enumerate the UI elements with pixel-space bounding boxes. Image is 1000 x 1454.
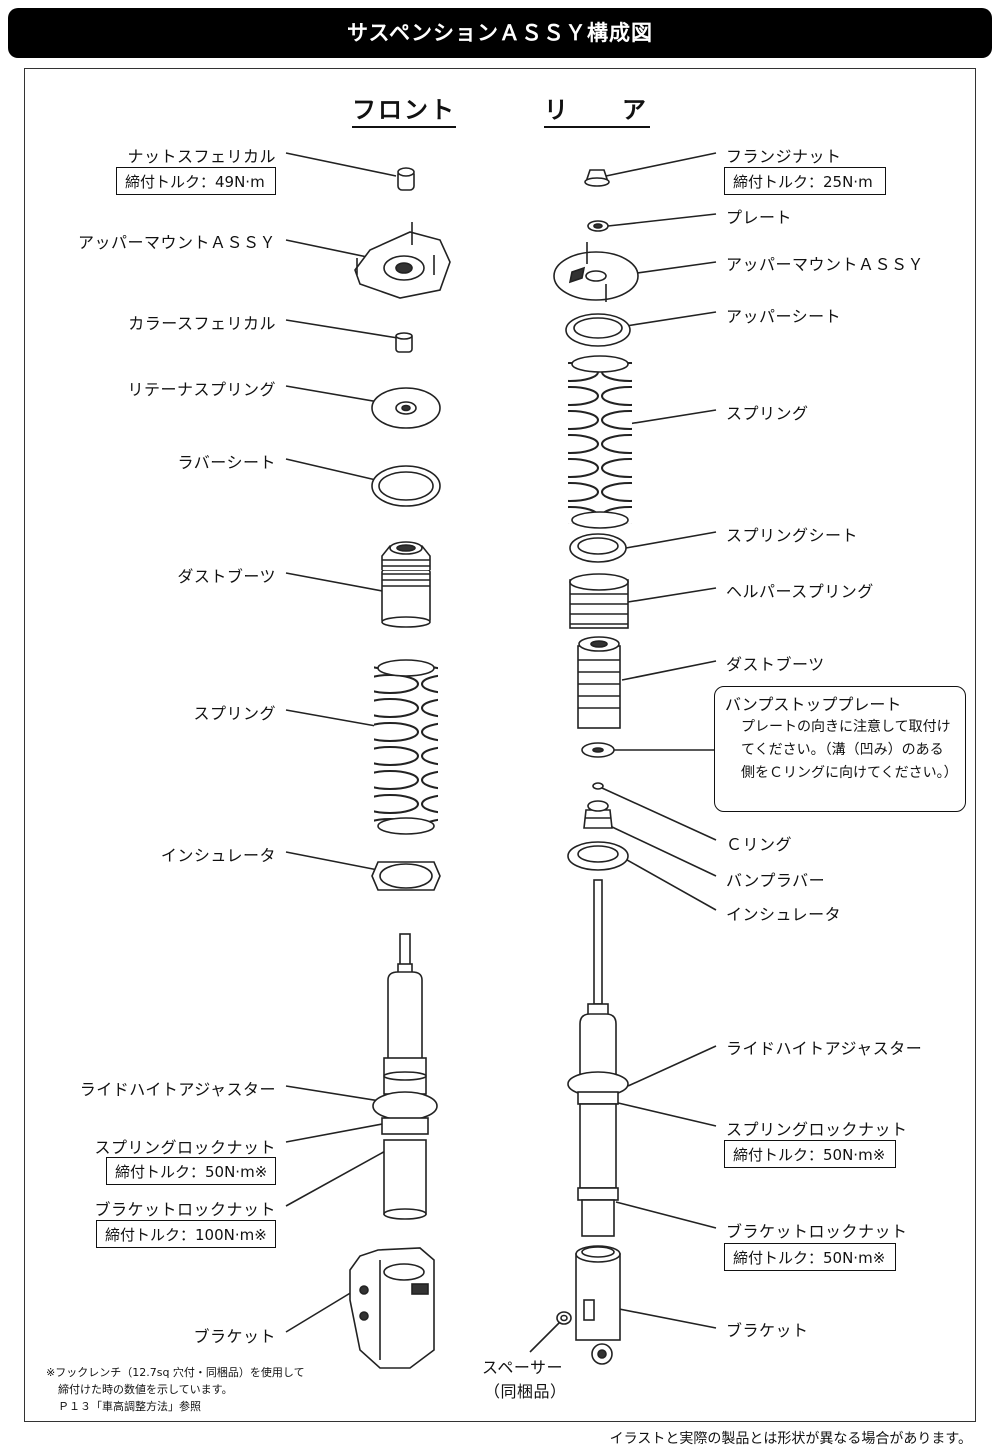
footnote-line-3: Ｐ１３「車高調整方法」参照: [58, 1400, 201, 1413]
section-rear-title: リ ア: [544, 94, 650, 128]
footnote-line-2: 締付けた時の数値を示しています。: [58, 1383, 233, 1396]
label-front-dust-boot: ダストブーツ: [177, 567, 276, 586]
rear-upper-seat: [565, 313, 631, 347]
label-rear-spacer-note: （同梱品）: [484, 1382, 567, 1401]
page-title: サスペンションＡＳＳＹ構成図: [8, 8, 992, 58]
front-upper-mount: [354, 222, 451, 299]
rear-flange-nut: [584, 169, 610, 187]
label-rear-dust-boot: ダストブーツ: [726, 655, 825, 674]
label-front-insulator: インシュレータ: [160, 846, 276, 865]
label-front-bracket: ブラケット: [193, 1327, 276, 1346]
label-rear-bump-rubber: バンプラバー: [726, 871, 826, 890]
label-rear-upper-seat: アッパーシート: [726, 307, 842, 326]
label-front-bracket-lock-nut: ブラケットロックナット: [94, 1200, 276, 1219]
rear-leader-lines: [529, 152, 717, 1353]
label-rear-plate: プレート: [726, 208, 793, 227]
bump-stop-plate-instruction: プレートの向きに注意して取付けてください。（溝（凹み）のある側をＣリングに向けて…: [741, 719, 958, 781]
label-front-retainer-spring: リテーナスプリング: [127, 380, 276, 399]
torque-front-bracket-lock-nut: 締付トルク：100N·m※: [96, 1220, 276, 1248]
label-front-nut-spherical: ナットスフェリカル: [127, 147, 276, 166]
label-rear-c-ring: Ｃリング: [726, 835, 793, 854]
torque-rear-bracket-lock-nut: 締付トルク：50N·m※: [724, 1243, 896, 1271]
bump-stop-plate-note: バンプストッププレート プレートの向きに注意して取付けてください。（溝（凹み）の…: [714, 686, 966, 812]
front-dust-boot: [381, 541, 431, 628]
torque-rear-flange-nut: 締付トルク：25N·m: [724, 167, 886, 195]
label-rear-bracket: ブラケット: [726, 1321, 809, 1340]
rear-plate: [587, 220, 609, 232]
rear-damper: [567, 879, 629, 1237]
label-rear-spacer: スペーサー: [482, 1358, 564, 1377]
label-front-upper-mount: アッパーマウントＡＳＳＹ: [77, 233, 276, 252]
label-rear-bump-stop-plate: バンプストッププレート: [725, 695, 902, 714]
label-rear-helper-spring: ヘルパースプリング: [726, 582, 874, 601]
rear-upper-mount: [553, 242, 639, 302]
label-rear-spring: スプリング: [726, 404, 809, 423]
rear-bracket: [575, 1245, 621, 1365]
label-rear-flange-nut: フランジナット: [726, 147, 842, 166]
front-nut-spherical: [397, 167, 415, 191]
diagram-frame: [24, 68, 976, 1422]
rear-helper-spring: [569, 573, 629, 629]
rear-dust-boot: [577, 636, 621, 729]
torque-rear-spring-lock-nut: 締付トルク：50N·m※: [724, 1140, 896, 1168]
rear-bump-rubber: [583, 800, 613, 829]
front-collar-spherical: [395, 332, 413, 353]
rear-spring-seat: [569, 533, 627, 563]
label-front-ride-height-adjuster: ライドハイトアジャスター: [79, 1080, 276, 1099]
front-insulator: [371, 861, 441, 891]
front-retainer-spring: [371, 387, 441, 429]
front-spring: [374, 659, 438, 835]
rear-spring: [568, 355, 632, 529]
torque-front-spring-lock-nut: 締付トルク：50N·m※: [106, 1157, 276, 1185]
rear-spacer: [556, 1311, 572, 1325]
footnote-line-1: ※フックレンチ（12.7sq 穴付・同梱品）を使用して: [46, 1366, 305, 1379]
label-front-collar-spherical: カラースフェリカル: [128, 314, 276, 333]
front-rubber-seat: [371, 465, 441, 507]
rear-insulator: [567, 841, 629, 871]
label-front-spring: スプリング: [193, 704, 276, 723]
front-bracket: [349, 1247, 435, 1369]
rear-bump-stop-plate: [581, 742, 615, 758]
torque-front-nut-spherical: 締付トルク：49N·m: [116, 167, 276, 195]
front-damper: [372, 933, 438, 1220]
label-rear-spring-seat: スプリングシート: [726, 526, 859, 545]
label-rear-ride-height-adjuster: ライドハイトアジャスター: [726, 1039, 923, 1058]
front-leader-lines: [285, 152, 399, 1333]
label-rear-insulator: インシュレータ: [726, 905, 842, 924]
disclaimer: イラストと実際の製品とは形状が異なる場合があります。: [609, 1431, 972, 1447]
label-rear-bracket-lock-nut: ブラケットロックナット: [726, 1222, 908, 1241]
label-front-rubber-seat: ラバーシート: [177, 453, 276, 472]
label-rear-spring-lock-nut: スプリングロックナット: [726, 1120, 908, 1139]
label-front-spring-lock-nut: スプリングロックナット: [94, 1138, 276, 1157]
section-front-title: フロント: [352, 94, 456, 128]
rear-c-ring: [592, 782, 604, 790]
label-rear-upper-mount: アッパーマウントＡＳＳＹ: [726, 255, 925, 274]
